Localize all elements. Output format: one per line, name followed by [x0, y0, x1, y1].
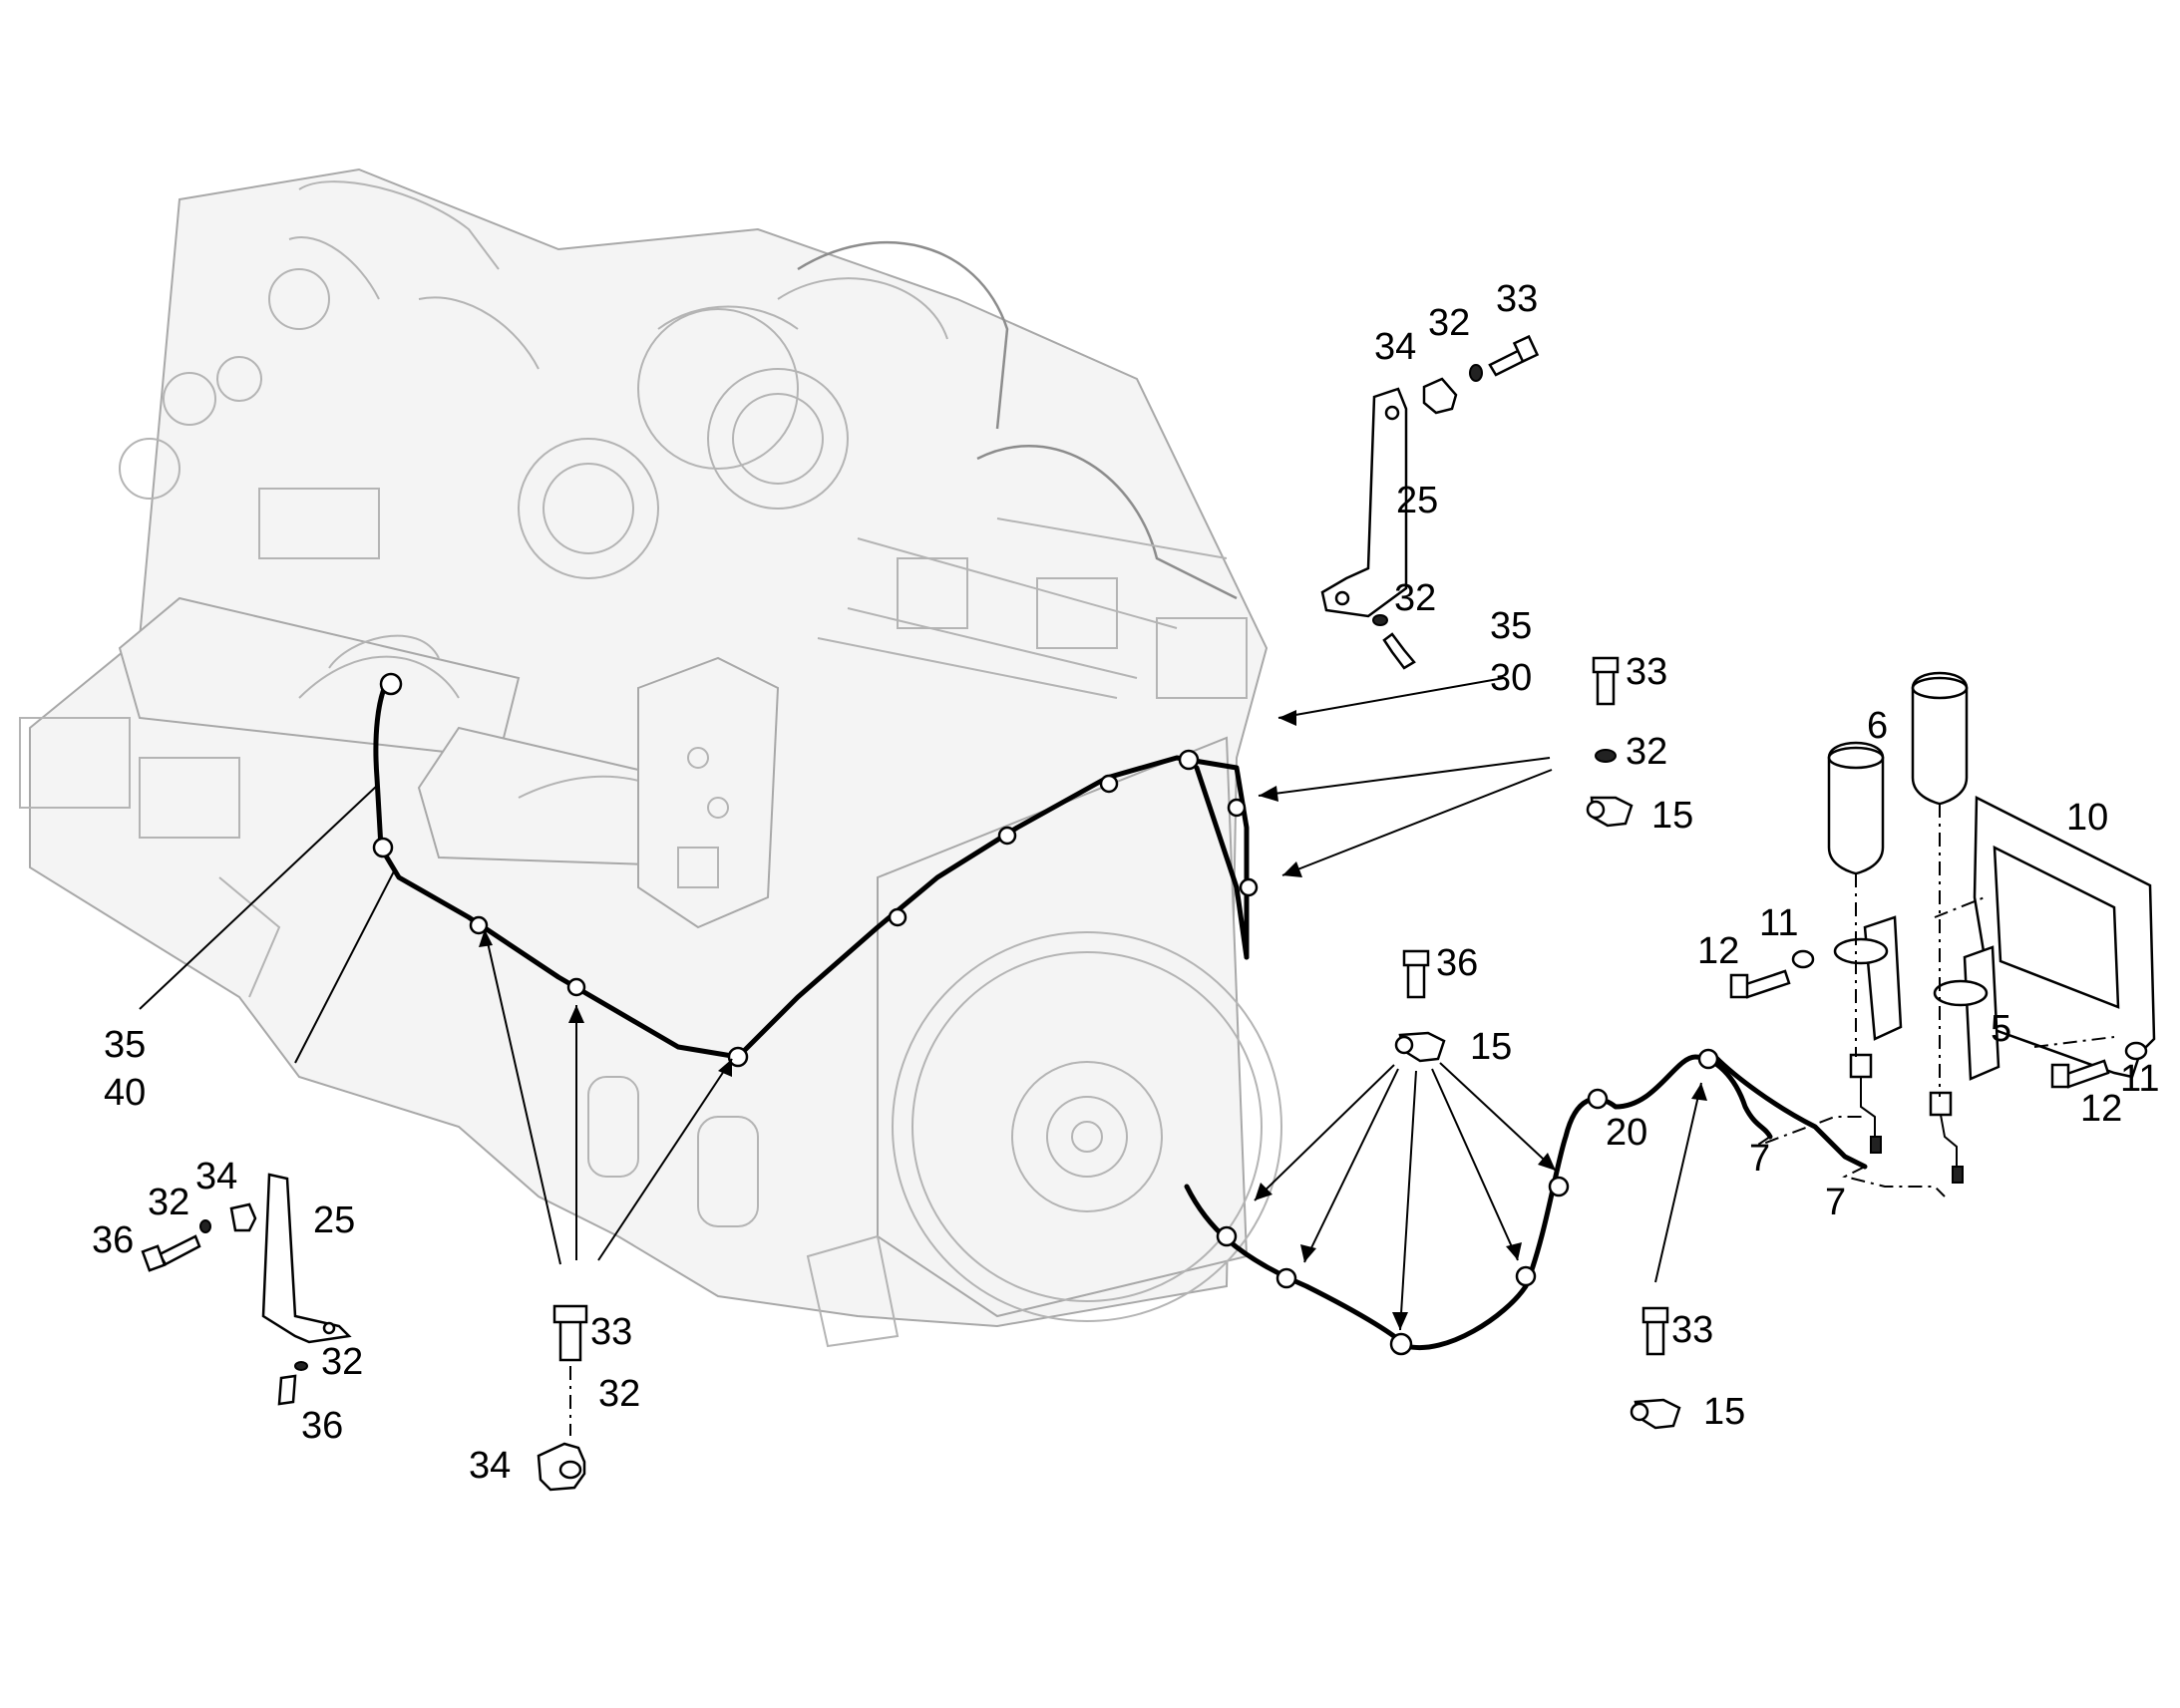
- sensor-assembly: [1729, 671, 2156, 1197]
- callout-10: 10: [2066, 797, 2108, 839]
- callout-32-center: 32: [598, 1373, 640, 1415]
- callout-36-middle: 36: [1436, 942, 1478, 984]
- callout-5: 5: [1991, 1008, 2011, 1050]
- callout-25-left: 25: [313, 1199, 355, 1241]
- callout-12-a: 12: [1697, 930, 1739, 972]
- callout-32-top-lower: 32: [1394, 577, 1436, 619]
- callout-34-center: 34: [469, 1445, 511, 1487]
- callout-11-b: 11: [2120, 1058, 2159, 1100]
- callout-32-top: 32: [1428, 302, 1470, 344]
- callout-12-b: 12: [2080, 1088, 2122, 1130]
- bracket-25-top: [1320, 334, 1540, 670]
- clip-group-right: [1586, 656, 1634, 828]
- callout-20: 20: [1606, 1112, 1647, 1154]
- callout-35-right: 35: [1490, 605, 1532, 647]
- callout-30-right: 30: [1490, 657, 1532, 699]
- wiring-harness-engine: [372, 672, 1259, 1068]
- clip-group-bottom: [1630, 1306, 1681, 1430]
- callout-33-bottom: 33: [1671, 1309, 1713, 1351]
- callout-15-middle: 15: [1470, 1026, 1512, 1068]
- callout-32-right: 32: [1626, 731, 1667, 773]
- callout-35-left: 35: [104, 1024, 146, 1066]
- callout-15-bottom: 15: [1703, 1391, 1745, 1433]
- callout-labels: 34 32 33 25 32 35 30 33 32 15 6 10 11 12…: [92, 278, 2159, 1487]
- wiring-harness-20: [1184, 1048, 1868, 1356]
- callout-25-top: 25: [1396, 480, 1438, 521]
- callout-33-center: 33: [590, 1311, 632, 1353]
- callout-32-left: 32: [148, 1182, 189, 1223]
- engine-illustration: [19, 168, 1282, 1348]
- bracket-25-left: [141, 1173, 352, 1406]
- callout-34-left: 34: [195, 1156, 237, 1197]
- callout-36-left: 36: [92, 1219, 134, 1261]
- callout-7-b: 7: [1825, 1182, 1846, 1223]
- clip-group-center: [537, 1304, 588, 1492]
- clip-group-middle: [1394, 949, 1446, 1063]
- callout-36-left-lower: 36: [301, 1405, 343, 1447]
- callout-11-a: 11: [1759, 902, 1798, 944]
- callout-33-right: 33: [1626, 651, 1667, 693]
- callout-32-left-lower: 32: [321, 1341, 363, 1383]
- callout-6: 6: [1867, 705, 1888, 747]
- callout-33-top: 33: [1496, 278, 1538, 320]
- callout-7-a: 7: [1749, 1138, 1770, 1180]
- leader-lines: [139, 677, 1702, 1331]
- callout-15-right: 15: [1651, 795, 1693, 837]
- callout-34-top: 34: [1374, 326, 1416, 368]
- arrowheads: [479, 710, 1707, 1330]
- callout-40-left: 40: [104, 1072, 146, 1114]
